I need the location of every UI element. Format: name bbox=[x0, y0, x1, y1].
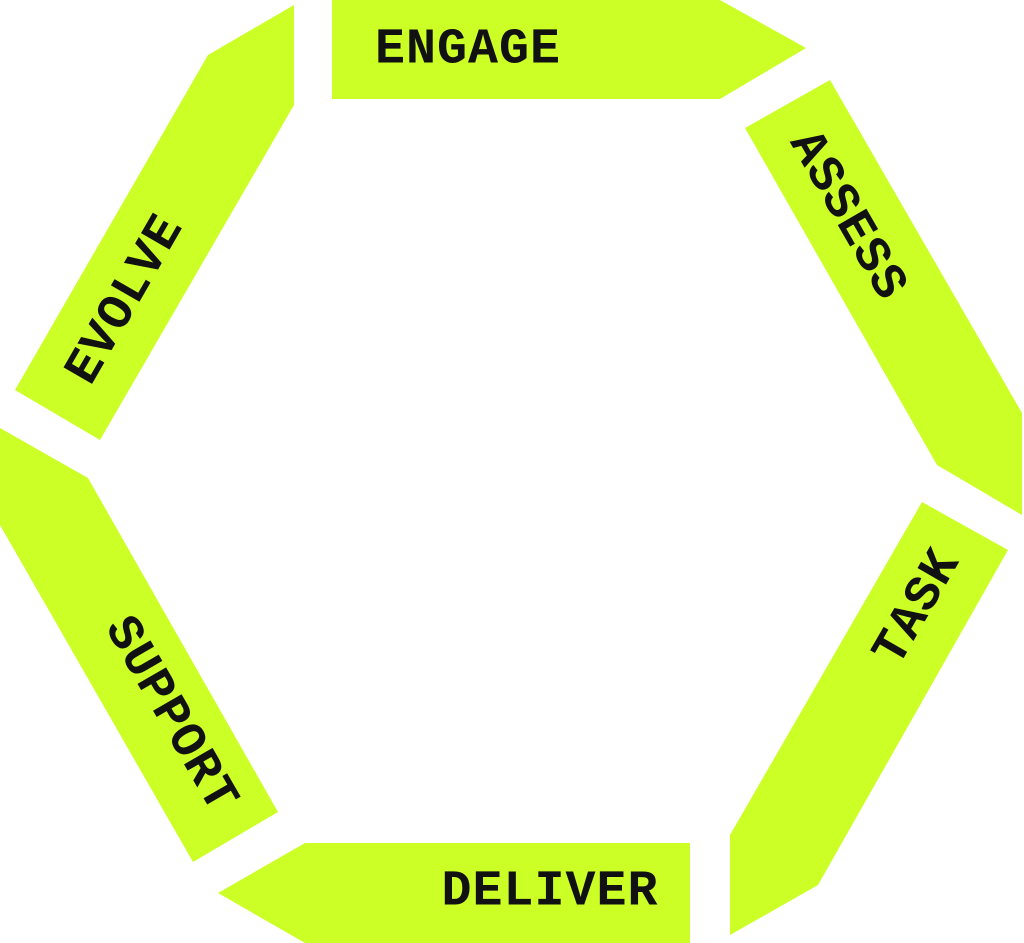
arrow-segment-support bbox=[0, 428, 278, 862]
arrow-segment-engage bbox=[332, 0, 806, 99]
step-deliver: DELIVER bbox=[218, 843, 690, 943]
step-label-engage: ENGAGE bbox=[375, 22, 561, 79]
step-support: SUPPORT bbox=[0, 428, 278, 862]
arrow-segment-task bbox=[730, 502, 1008, 935]
arrow-segment-evolve bbox=[15, 5, 294, 440]
arrow-segment-deliver bbox=[218, 843, 690, 943]
step-label-deliver: DELIVER bbox=[441, 864, 658, 921]
step-engage: ENGAGE bbox=[332, 0, 806, 99]
arrow-segment-assess bbox=[745, 80, 1022, 515]
step-assess: ASSESS bbox=[745, 80, 1022, 515]
step-task: TASK bbox=[730, 502, 1008, 935]
step-evolve: EVOLVE bbox=[15, 5, 294, 440]
